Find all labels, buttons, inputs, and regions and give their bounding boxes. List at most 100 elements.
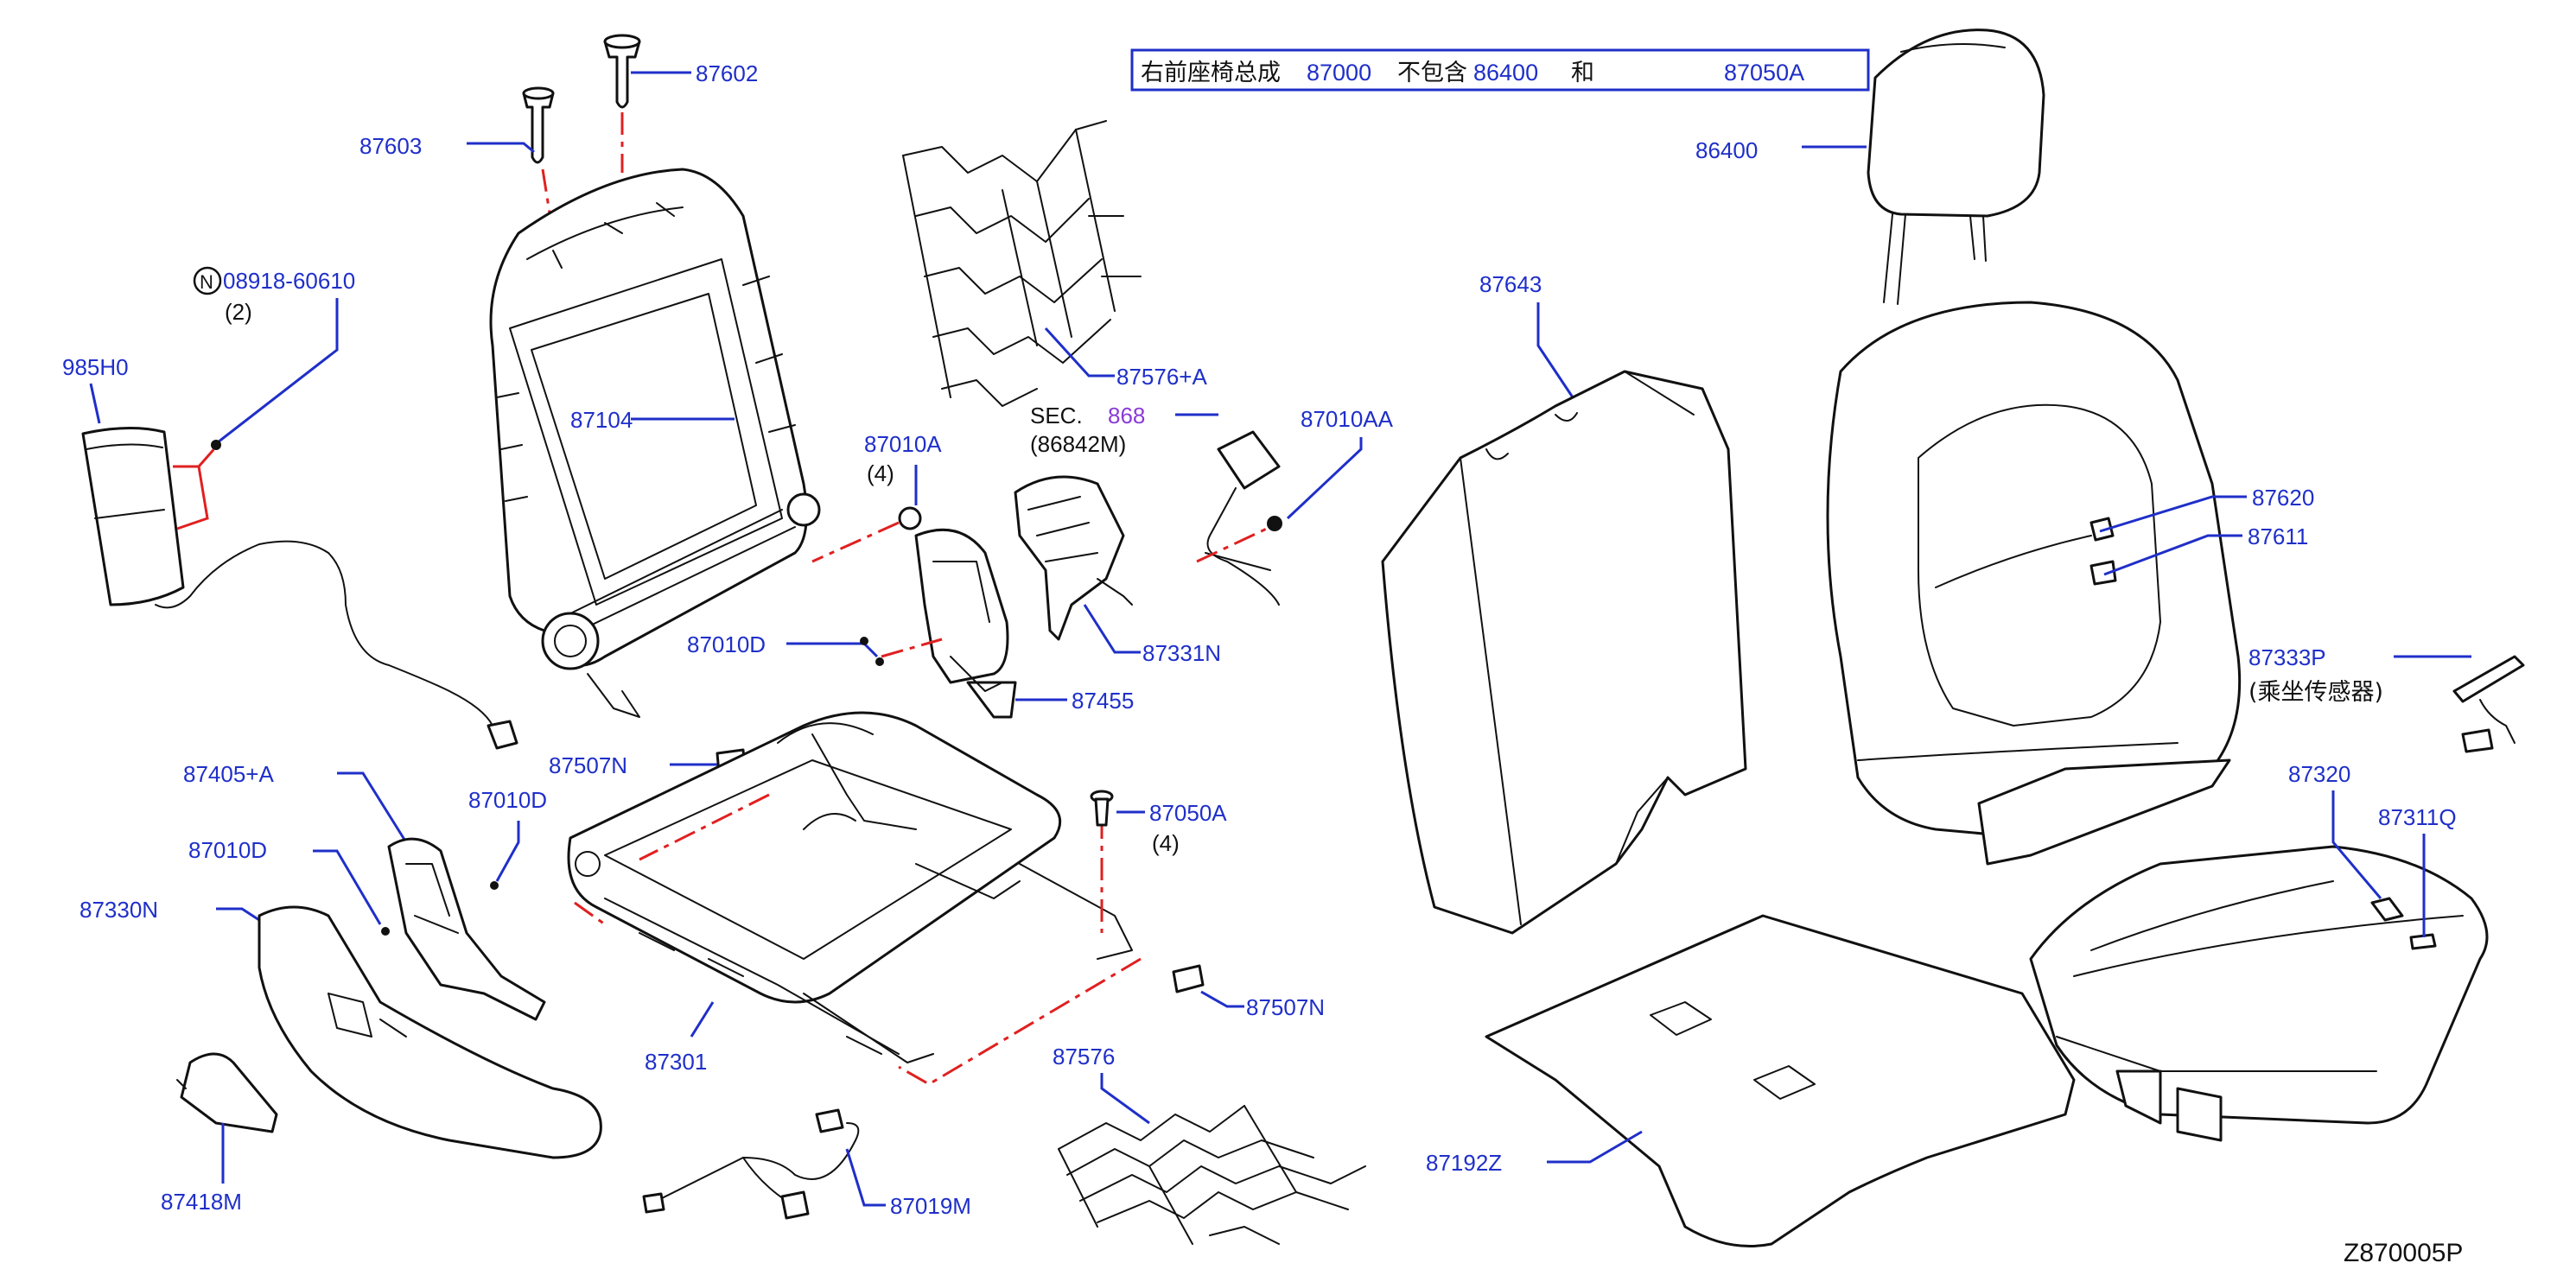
label-87010A[interactable]: 87010A <box>864 431 942 457</box>
leader-87576 <box>1100 1073 1150 1125</box>
assembly-line-985H0 <box>197 444 219 467</box>
leader-985H0 <box>89 383 101 424</box>
airbag-bracket-line <box>173 465 209 530</box>
leader-87010AA <box>1286 437 1363 520</box>
leader-87192Z <box>1547 1130 1643 1164</box>
label-08918-60610-qty: (2) <box>225 299 252 325</box>
seat-belt-buckle <box>1205 430 1281 606</box>
leader-87603 <box>467 142 535 154</box>
label-87507N-top[interactable]: 87507N <box>549 752 627 778</box>
bolt-87010D-mid <box>490 881 499 890</box>
label-87192Z[interactable]: 87192Z <box>1426 1150 1502 1176</box>
back-pad-87643 <box>1381 370 1747 935</box>
label-87405A[interactable]: 87405+A <box>183 761 274 787</box>
bolt-87010D-top-a <box>860 637 868 645</box>
occupant-sensor-87333P <box>2452 655 2525 753</box>
headrest-guide-87602 <box>603 34 641 109</box>
label-08918-60610[interactable]: 08918-60610 <box>223 268 355 294</box>
label-87333P[interactable]: 87333P <box>2248 644 2326 670</box>
nut-08918 <box>211 440 221 450</box>
clip-87507N-bot <box>1172 964 1205 993</box>
leader-87019M <box>845 1148 886 1207</box>
bolt-87050A <box>1090 790 1114 827</box>
label-87050A[interactable]: 87050A <box>1149 800 1227 826</box>
label-87611[interactable]: 87611 <box>2248 524 2308 549</box>
label-87331N[interactable]: 87331N <box>1142 640 1221 666</box>
bolt-87010D-top-b <box>875 657 884 666</box>
leader-87301 <box>690 1001 715 1038</box>
label-87019M[interactable]: 87019M <box>890 1193 971 1219</box>
airbag-harness <box>155 540 502 735</box>
assembly-line-frame-c <box>898 957 1142 1086</box>
label-87104[interactable]: 87104 <box>570 407 633 433</box>
label-87620[interactable]: 87620 <box>2252 485 2314 511</box>
bracket-87405A <box>387 837 546 1021</box>
diagram-code: Z870005P <box>2344 1239 2463 1267</box>
header-note-text-before: 右前座椅总成 <box>1141 60 1281 86</box>
header-note-part-b[interactable]: 86400 <box>1473 60 1538 86</box>
label-87507N-bot[interactable]: 87507N <box>1246 994 1325 1020</box>
header-note-box <box>1130 48 1870 92</box>
label-86400[interactable]: 86400 <box>1695 137 1758 163</box>
header-note-text-middle: 不包含 <box>1397 60 1467 86</box>
assembly-line-87010A <box>811 521 900 563</box>
label-sec: SEC. <box>1030 403 1083 428</box>
leader-87330N <box>216 907 260 922</box>
header-note-part-c[interactable]: 87050A <box>1724 60 1804 86</box>
label-87643[interactable]: 87643 <box>1479 271 1542 297</box>
leader-87507N-bot <box>1200 990 1244 1008</box>
seat-cushion-trim <box>2029 845 2489 1142</box>
label-87576[interactable]: 87576 <box>1053 1044 1115 1069</box>
label-985H0[interactable]: 985H0 <box>62 354 129 380</box>
cushion-frame-87301 <box>567 711 1133 1063</box>
n-symbol: N <box>193 266 222 295</box>
seatback-trim <box>1826 301 2242 866</box>
leader-08918-60610 <box>217 298 339 444</box>
leader-87320 <box>2331 790 2382 899</box>
assembly-line-87010D-top <box>881 638 943 658</box>
label-87418M[interactable]: 87418M <box>161 1189 242 1215</box>
label-sec-ref: (86842M) <box>1030 431 1126 457</box>
assembly-line-87010AA <box>1196 525 1271 563</box>
headrest-guide-87603 <box>522 86 555 164</box>
label-87010D-top[interactable]: 87010D <box>687 631 766 657</box>
label-87010A-qty: (4) <box>867 460 894 486</box>
leader-87010D-mid <box>495 821 520 882</box>
leader-87643 <box>1536 302 1574 398</box>
airbag-module-985H0 <box>81 427 185 606</box>
seatback-frame-87104 <box>489 168 821 718</box>
label-87576A[interactable]: 87576+A <box>1116 364 1207 390</box>
label-87010D-mid[interactable]: 87010D <box>468 787 547 813</box>
side-shield-87455 <box>914 528 1017 719</box>
label-87320[interactable]: 87320 <box>2288 761 2350 787</box>
side-cover-87330N <box>258 905 602 1159</box>
label-87311Q[interactable]: 87311Q <box>2378 804 2457 830</box>
harness-87019M <box>642 1108 860 1220</box>
airbag-harness-connector <box>487 720 518 750</box>
leader-87331N <box>1083 604 1141 654</box>
bolt-87010AA <box>1267 516 1282 531</box>
label-87602[interactable]: 87602 <box>696 60 758 86</box>
leader-87611 <box>2103 534 2242 576</box>
headrest-86400 <box>1867 29 2045 305</box>
cushion-mat-87192Z <box>1485 914 2076 1247</box>
label-87455[interactable]: 87455 <box>1072 688 1134 714</box>
label-87010AA[interactable]: 87010AA <box>1301 406 1394 432</box>
back-spring-87576A <box>902 120 1142 407</box>
label-87603[interactable]: 87603 <box>359 133 422 159</box>
header-note: 右前座椅总成 87000 不包含 86400 和 87050A <box>1130 48 1870 92</box>
label-87333P-desc: (乘坐传感器) <box>2248 679 2383 706</box>
leader-87576A <box>1044 327 1115 378</box>
bolt-87010A <box>898 506 922 530</box>
label-87010D-left[interactable]: 87010D <box>188 837 267 863</box>
header-note-part-a[interactable]: 87000 <box>1307 60 1371 86</box>
label-87301[interactable]: 87301 <box>645 1049 707 1075</box>
label-87050A-qty: (4) <box>1152 830 1180 856</box>
leader-87620 <box>2099 495 2247 533</box>
label-87330N[interactable]: 87330N <box>80 897 158 923</box>
leader-87010D-top <box>786 642 879 658</box>
label-sec-868[interactable]: 868 <box>1108 403 1145 428</box>
n-symbol-text: N <box>200 271 213 293</box>
side-bracket-87331N <box>1014 475 1133 641</box>
